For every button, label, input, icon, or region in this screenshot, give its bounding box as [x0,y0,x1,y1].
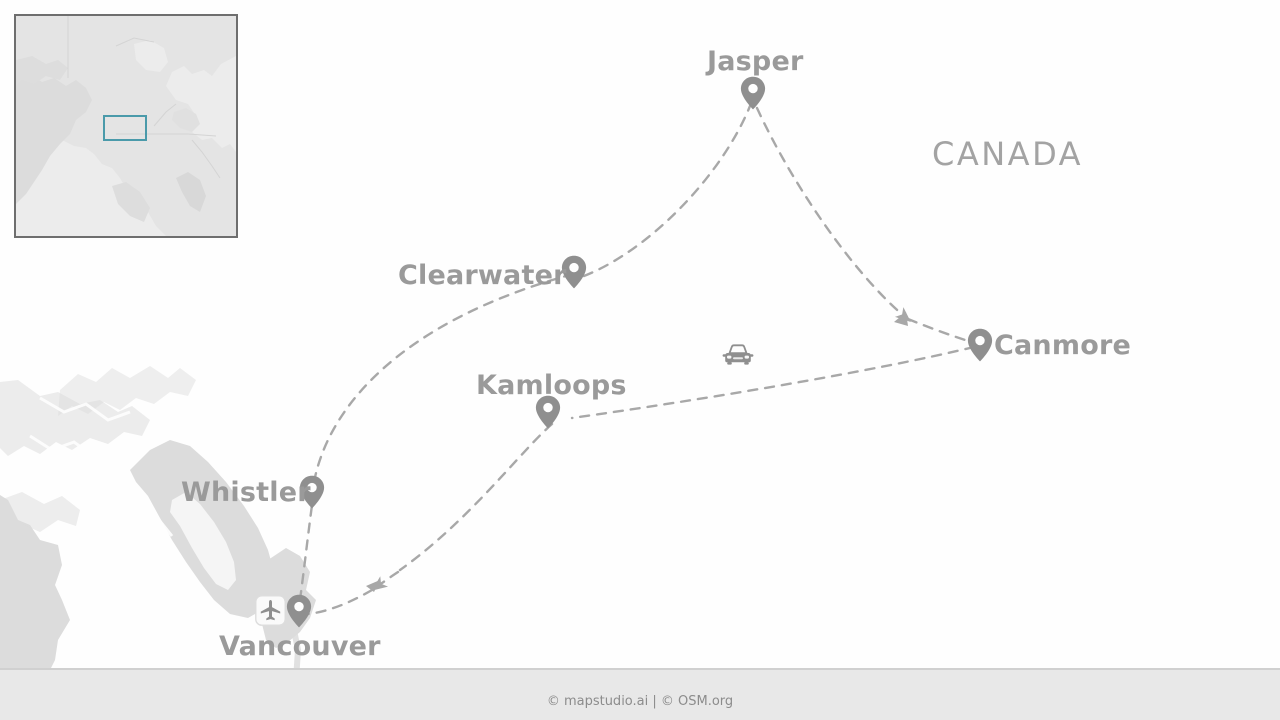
route-lines [298,104,977,616]
car-icon [720,342,756,368]
marker-vancouver[interactable] [286,594,312,628]
route-vancouver-whistler [298,503,314,602]
route-approach-vancouver [306,588,374,616]
route-whistler-clearwater [312,274,568,484]
route-jasper-canmore-tail [906,317,977,345]
route-kamloops-vancouver [398,422,554,572]
attribution-credit[interactable]: © mapstudio.ai | © OSM.org [546,694,734,709]
inset-landmass [16,16,236,236]
route-canmore-kamloops [570,345,976,420]
route-jasper-canmore [755,106,911,322]
label-kamloops: Kamloops [476,370,627,401]
inset-borders [67,16,221,179]
inset-locator-map[interactable] [14,14,238,238]
label-whistler: Whistler [181,477,311,508]
airplane-icon [255,595,286,626]
marker-clearwater[interactable] [561,255,587,289]
footer-bar: © mapstudio.ai | © OSM.org [0,668,1280,720]
route-direction-arrows [366,312,908,592]
inset-viewport-box[interactable] [103,115,147,141]
marker-kamloops[interactable] [535,395,561,429]
label-canmore: Canmore [994,330,1131,361]
route-clearwater-jasper [582,104,752,278]
label-vancouver: Vancouver [219,631,381,662]
marker-canmore[interactable] [967,328,993,362]
route-kamloops-vancouver-arrow [371,570,400,591]
label-clearwater: Clearwater [398,260,567,291]
marker-whistler[interactable] [299,475,325,509]
marker-jasper[interactable] [740,76,766,110]
label-jasper: Jasper [707,46,804,77]
label-canada: CANADA [932,135,1084,173]
